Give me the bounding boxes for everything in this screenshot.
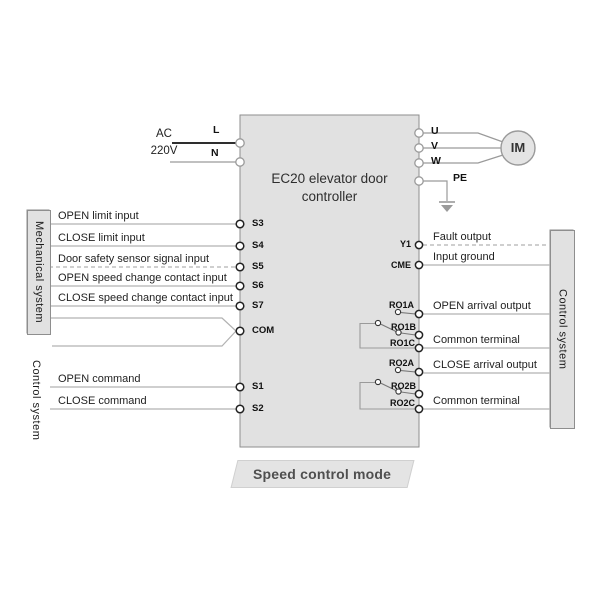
label-input-ground: Input ground [433, 251, 495, 263]
mechanical-system-group: Mechanical system [27, 210, 51, 335]
label-fault-output: Fault output [433, 231, 492, 243]
power-wires [170, 142, 236, 163]
label-close-arrival-output: CLOSE arrival output [433, 359, 537, 371]
terminal-ro1a: RO1A [388, 300, 414, 310]
motor-im-label: IM [510, 140, 526, 155]
terminal-n: N [211, 147, 219, 159]
label-open-arrival-output: OPEN arrival output [433, 300, 531, 312]
mechanical-system-label: Mechanical system [33, 221, 45, 324]
terminal-s3: S3 [252, 218, 264, 229]
terminal-v: V [431, 140, 439, 152]
speed-control-mode-label: Speed control mode [253, 466, 392, 482]
left-terminal-circles [235, 138, 245, 414]
label-close-limit-input: CLOSE limit input [58, 232, 145, 244]
com-funnel [49, 317, 237, 347]
terminal-l: L [213, 124, 220, 136]
terminal-s1: S1 [252, 381, 264, 392]
output-wires [423, 244, 550, 410]
label-door-safety-sensor-input: Door safety sensor signal input [58, 253, 210, 265]
ac-supply-line1: AC [156, 128, 172, 140]
label-close-speed-change-input: CLOSE speed change contact input [58, 292, 233, 304]
motor-circle [500, 130, 536, 166]
control-system-group: Control system [550, 230, 575, 429]
label-common-terminal-1: Common terminal [433, 334, 520, 346]
speed-control-mode-badge: Speed control mode [230, 460, 415, 488]
terminal-ro1b: RO1B [390, 322, 416, 332]
terminal-pe: PE [453, 172, 468, 184]
terminal-cme: CME [391, 260, 411, 270]
control-system-right-label: Control system [556, 289, 569, 370]
right-terminal-circles [414, 128, 424, 414]
terminal-w: W [431, 155, 441, 167]
terminal-ro2a: RO2A [388, 358, 414, 368]
terminal-s5: S5 [252, 261, 264, 272]
relay-contacts [359, 308, 416, 410]
control-system-left-label: Control system [30, 360, 42, 441]
ac-supply-label: AC 220V [142, 126, 186, 160]
terminal-ro2b: RO2B [390, 381, 416, 391]
terminal-u: U [431, 125, 439, 137]
terminal-s2: S2 [252, 403, 264, 414]
ac-supply-line2: 220V [150, 145, 178, 157]
terminal-y1: Y1 [399, 239, 411, 249]
input-wires [49, 223, 236, 307]
pe-ground [423, 180, 455, 212]
terminal-ro2c: RO2C [389, 398, 415, 408]
terminal-com: COM [252, 325, 275, 336]
label-open-limit-input: OPEN limit input [58, 210, 139, 222]
label-open-speed-change-input: OPEN speed change contact input [58, 272, 227, 284]
terminal-s7: S7 [252, 300, 264, 311]
label-common-terminal-2: Common terminal [433, 395, 520, 407]
controller-box [239, 114, 420, 448]
terminal-s4: S4 [252, 240, 264, 251]
terminal-s6: S6 [252, 280, 264, 291]
command-wires [50, 386, 236, 410]
label-close-command: CLOSE command [58, 395, 147, 407]
label-open-command: OPEN command [58, 373, 141, 385]
terminal-ro1c: RO1C [389, 338, 415, 348]
controller-title: EC20 elevator door controller [271, 171, 388, 204]
motor-wires [423, 132, 504, 164]
